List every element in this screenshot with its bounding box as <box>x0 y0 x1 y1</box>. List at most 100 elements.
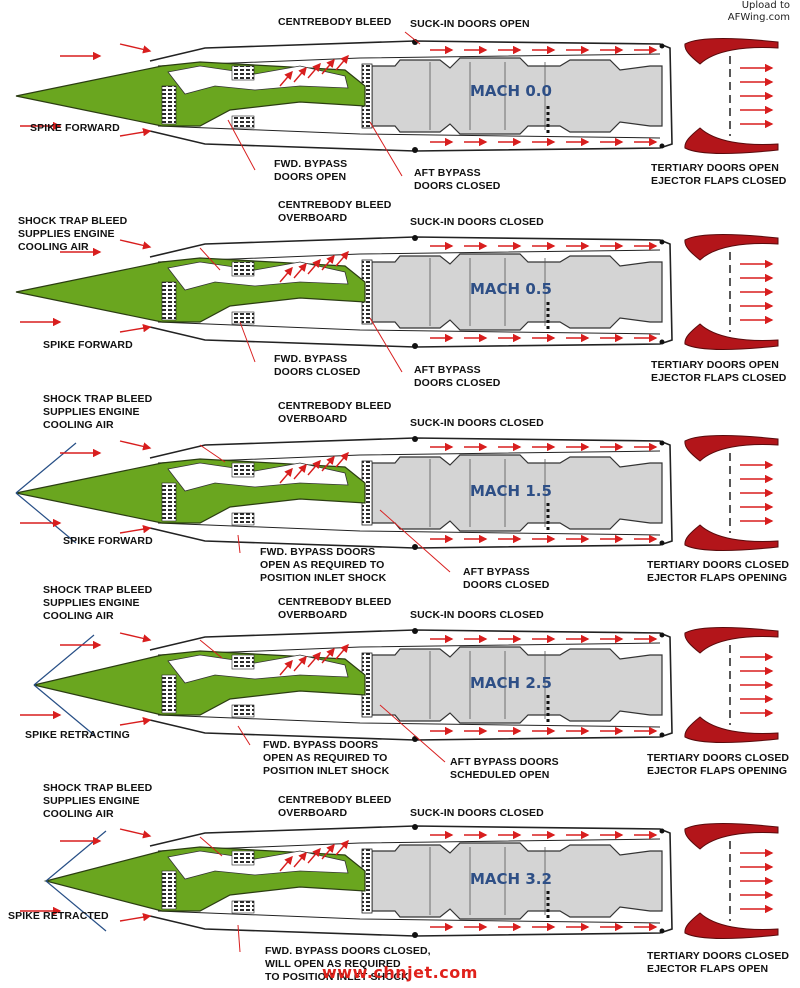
fwd-bypass-doors <box>231 654 255 670</box>
suck-in-door <box>412 343 418 349</box>
label-spike-position: SPIKE FORWARD <box>43 339 133 351</box>
flow-arrow <box>321 843 335 860</box>
fwd-bypass-doors <box>231 65 255 81</box>
duct-line <box>157 522 661 536</box>
flow-arrow <box>335 250 349 267</box>
flow-arrow <box>293 262 307 279</box>
flow-arrow <box>279 855 293 872</box>
duct-line <box>157 910 661 924</box>
ejector-lip-lower <box>684 716 779 743</box>
hinge-dot <box>659 632 665 638</box>
shock-trap <box>161 281 177 321</box>
flow-arrow <box>119 525 152 534</box>
flow-arrow <box>335 451 349 468</box>
leader-line <box>237 534 241 554</box>
hinge-dot <box>659 239 665 245</box>
flow-arrow <box>279 659 293 676</box>
flow-arrow <box>321 455 335 472</box>
leader-line <box>379 509 451 573</box>
label-suck-in-doors: SUCK-IN DOORS CLOSED <box>410 417 544 429</box>
engine-core <box>371 253 663 331</box>
flow-arrow <box>321 58 335 75</box>
label-fwd-bypass: FWD. BYPASS DOORS OPEN AS REQUIRED TO PO… <box>260 546 387 584</box>
engine-panel <box>20 627 779 743</box>
ejector-lip-lower <box>684 524 779 551</box>
bottom-watermark: www.chnjet.com <box>322 963 478 982</box>
leader-line <box>199 836 223 857</box>
leader-line <box>369 317 403 373</box>
flow-arrow <box>119 828 152 839</box>
duct-line <box>157 321 661 335</box>
hinge-dot <box>659 143 665 149</box>
upload-line-1: Upload to <box>741 0 790 11</box>
hinge-dot <box>659 43 665 49</box>
mach-label: MACH 0.0 <box>470 82 552 100</box>
engine-core <box>371 842 663 920</box>
fwd-bypass-doors <box>231 115 255 129</box>
shock-line <box>15 442 77 494</box>
shock-trap <box>161 674 177 714</box>
label-shock-trap-bleed: SHOCK TRAP BLEED SUPPLIES ENGINE COOLING… <box>18 215 128 253</box>
label-fwd-bypass: FWD. BYPASS DOORS OPEN <box>274 158 348 183</box>
label-spike-position: SPIKE FORWARD <box>63 535 153 547</box>
engine-core <box>371 57 663 135</box>
shock-line <box>33 634 95 686</box>
duct-line <box>157 125 661 139</box>
leader-line <box>199 639 223 659</box>
label-fwd-bypass: FWD. BYPASS DOORS OPEN AS REQUIRED TO PO… <box>263 739 390 777</box>
label-spike-position: SPIKE RETRACTED <box>8 910 109 922</box>
mach-label: MACH 3.2 <box>470 870 552 888</box>
hinge-dot <box>659 732 665 738</box>
flow-arrow <box>119 913 152 922</box>
ejector-lip-upper <box>684 234 779 261</box>
flow-arrow <box>335 54 349 71</box>
shock-trap <box>161 870 177 910</box>
mach-label: MACH 0.5 <box>470 280 552 298</box>
flow-arrow <box>119 440 152 451</box>
label-spike-position: SPIKE RETRACTING <box>25 729 130 741</box>
engine-panel <box>15 435 779 551</box>
flow-arrow <box>119 632 152 643</box>
ejector-lip-lower <box>684 127 779 154</box>
suck-in-door <box>412 39 418 45</box>
fwd-bypass-doors <box>231 512 255 526</box>
suck-in-door <box>412 628 418 634</box>
label-centrebody-bleed: CENTREBODY BLEED OVERBOARD <box>278 794 392 819</box>
flow-arrow <box>335 643 349 660</box>
leader-line <box>369 121 403 177</box>
mach-label: MACH 1.5 <box>470 482 552 500</box>
hinge-dot <box>659 440 665 446</box>
fwd-bypass-doors <box>231 462 255 478</box>
label-aft-bypass: AFT BYPASS DOORS CLOSED <box>463 566 550 591</box>
hinge-dot <box>659 339 665 345</box>
engine-panel <box>15 38 779 154</box>
flow-arrow <box>321 647 335 664</box>
leader-line <box>199 247 221 271</box>
hinge-dot <box>659 540 665 546</box>
label-suck-in-doors: SUCK-IN DOORS CLOSED <box>410 216 544 228</box>
flow-arrow <box>119 717 152 726</box>
leader-line <box>379 704 446 763</box>
flow-arrow <box>307 847 321 864</box>
label-centrebody-bleed: CENTREBODY BLEED OVERBOARD <box>278 596 392 621</box>
suck-in-door <box>412 147 418 153</box>
flow-arrow <box>307 459 321 476</box>
ejector-lip-upper <box>684 435 779 462</box>
fwd-bypass-doors <box>231 261 255 277</box>
label-shock-trap-bleed: SHOCK TRAP BLEED SUPPLIES ENGINE COOLING… <box>43 393 153 431</box>
flow-arrow <box>293 655 307 672</box>
label-fwd-bypass: FWD. BYPASS DOORS CLOSED <box>274 353 361 378</box>
label-tertiary-doors: TERTIARY DOORS OPEN EJECTOR FLAPS CLOSED <box>651 359 787 384</box>
ejector-lip-upper <box>684 627 779 654</box>
leader-line <box>237 924 241 953</box>
leader-line <box>239 321 256 363</box>
label-shock-trap-bleed: SHOCK TRAP BLEED SUPPLIES ENGINE COOLING… <box>43 782 153 820</box>
label-centrebody-bleed: CENTREBODY BLEED OVERBOARD <box>278 199 392 224</box>
label-tertiary-doors: TERTIARY DOORS CLOSED EJECTOR FLAPS OPEN… <box>647 559 790 584</box>
flow-arrow <box>279 70 293 87</box>
engine-panel <box>15 234 779 350</box>
engine-panel <box>20 823 779 939</box>
label-fwd-bypass: FWD. BYPASS DOORS CLOSED, WILL OPEN AS R… <box>265 945 431 983</box>
flow-arrow <box>335 839 349 856</box>
